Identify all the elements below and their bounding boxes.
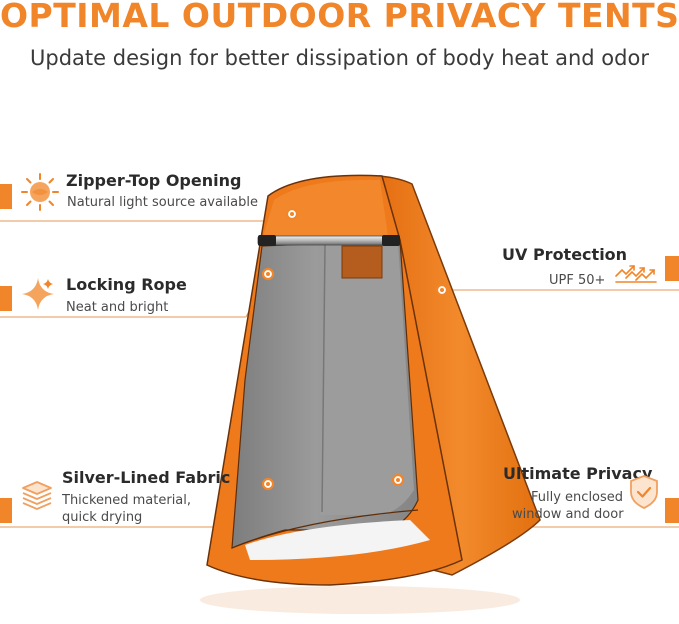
fabric-desc-line1: Thickened material, (62, 493, 192, 508)
callout-tab-fabric (0, 498, 12, 523)
callout-tab-privacy (665, 498, 679, 523)
zipper-desc: Natural light source available (67, 195, 259, 210)
privacy-title: Ultimate Privacy (503, 464, 653, 483)
page-subtitle: Update design for better dissipation of … (30, 46, 649, 70)
privacy-desc-line2: window and door (512, 507, 624, 522)
privacy-desc-line1: Fully enclosed (531, 490, 624, 505)
callout-tab-zipper (0, 184, 12, 209)
fabric-title: Silver-Lined Fabric (62, 468, 231, 487)
layers-icon (20, 478, 54, 516)
callout-tab-rope (0, 286, 12, 311)
zipper-title: Zipper-Top Opening (66, 171, 242, 190)
fabric-desc-line2: quick drying (62, 510, 143, 525)
callout-tab-uv (665, 256, 679, 281)
page-title: OPTIMAL OUTDOOR PRIVACY TENTS (0, 0, 679, 35)
uv-rays-icon (614, 256, 658, 288)
sparkle-icon (20, 276, 56, 316)
tent-rod (257, 235, 399, 246)
uv-title: UV Protection (502, 245, 628, 264)
sun-icon (20, 172, 60, 216)
uv-desc: UPF 50+ (549, 273, 606, 288)
shield-check-icon (629, 474, 659, 514)
rope-desc: Neat and bright (66, 300, 169, 315)
tent-window (341, 245, 383, 279)
rope-title: Locking Rope (66, 275, 187, 294)
